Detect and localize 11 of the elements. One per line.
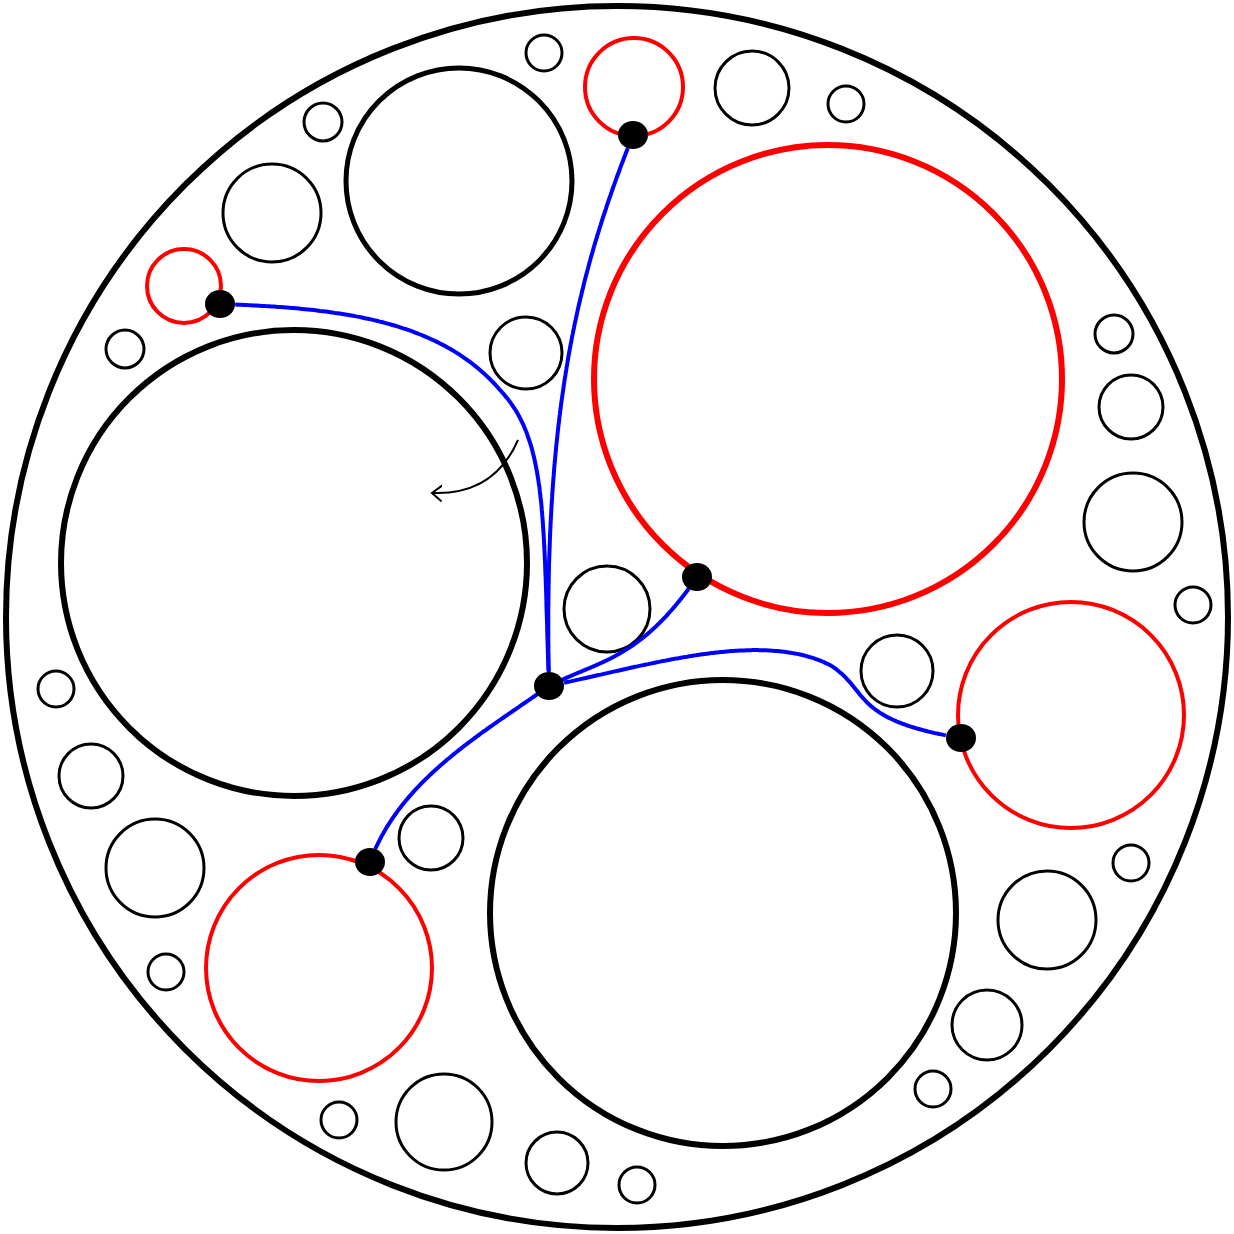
junction-dot bbox=[205, 290, 235, 318]
junction-dot bbox=[618, 121, 648, 149]
connector-line bbox=[373, 692, 539, 850]
junction-dot bbox=[534, 672, 564, 700]
connector-line bbox=[546, 147, 630, 673]
connector-line bbox=[563, 648, 947, 738]
junction-dot bbox=[946, 724, 976, 752]
junction-dot bbox=[682, 563, 712, 591]
connector-line bbox=[235, 302, 551, 671]
connector-line bbox=[560, 587, 691, 682]
junction-dot bbox=[355, 848, 385, 876]
